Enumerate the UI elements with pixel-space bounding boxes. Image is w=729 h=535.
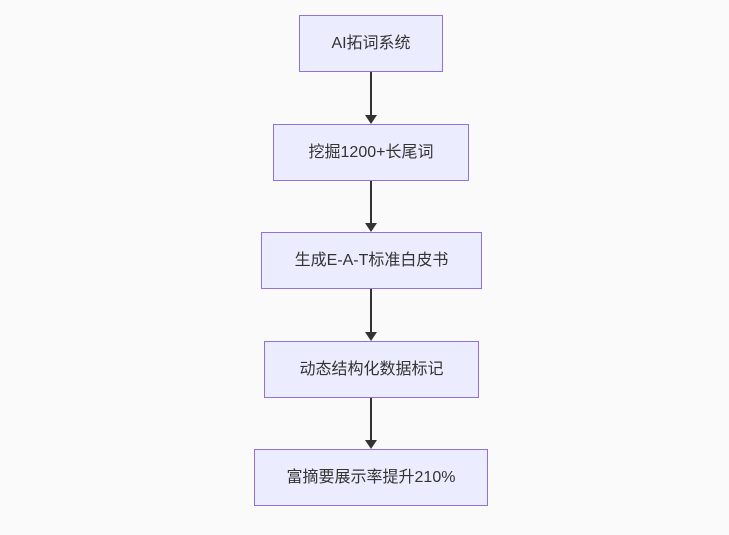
arrow-d-to-e	[365, 398, 377, 449]
node-eat-standard-whitepaper: 生成E-A-T标准白皮书	[261, 232, 482, 289]
node-rich-snippet-rate-result: 富摘要展示率提升210%	[254, 449, 488, 506]
arrow-c-to-d	[365, 289, 377, 341]
node-ai-word-expansion-system: AI拓词系统	[299, 15, 443, 72]
node-label: AI拓词系统	[331, 34, 411, 52]
node-label: 生成E-A-T标准白皮书	[294, 251, 449, 269]
arrow-a-to-b	[365, 72, 377, 124]
node-label: 动态结构化数据标记	[299, 360, 444, 378]
node-longtail-keyword-mining: 挖掘1200+长尾词	[273, 124, 469, 181]
node-label: 挖掘1200+长尾词	[308, 143, 434, 161]
node-label: 富摘要展示率提升210%	[286, 468, 456, 486]
arrow-b-to-c	[365, 181, 377, 232]
node-dynamic-structured-data-markup: 动态结构化数据标记	[264, 341, 479, 398]
